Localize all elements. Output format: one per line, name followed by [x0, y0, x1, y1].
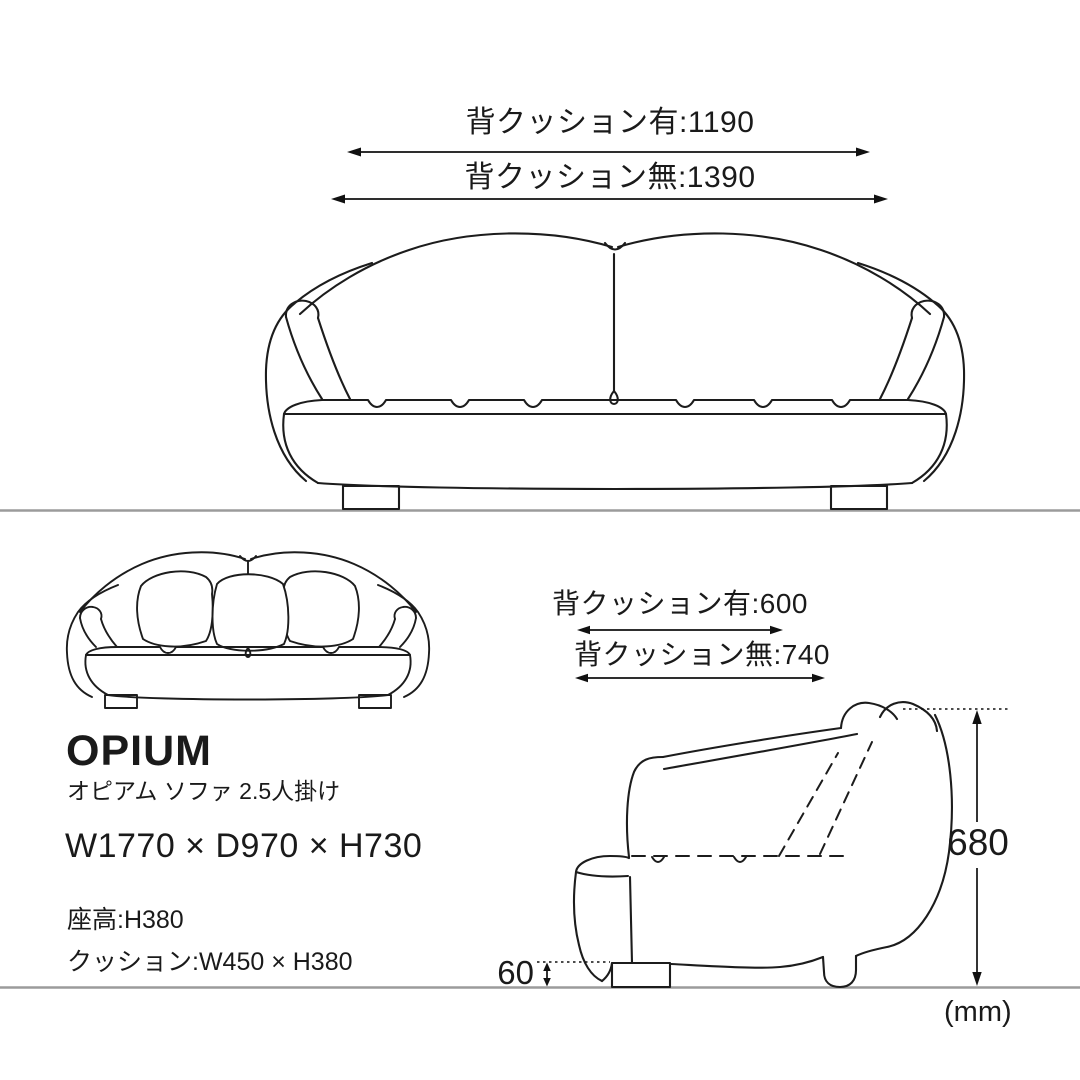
- small-seat-rail-ends: [85, 646, 411, 656]
- unit-label: (mm): [944, 996, 1012, 1028]
- dim-label-total-height: 680: [947, 822, 1009, 863]
- side-front-panel-edge: [628, 875, 634, 965]
- small-back-right: [250, 551, 417, 613]
- side-front-foot: [610, 961, 672, 989]
- small-left-arm-outer: [65, 584, 119, 698]
- side-arm-front-edge: [625, 755, 665, 859]
- small-back-seam-top: [239, 555, 257, 562]
- small-back-left: [79, 551, 246, 613]
- base-bottom: [316, 481, 914, 491]
- side-hidden-edges: [631, 741, 873, 863]
- dim-arrow-740: [575, 673, 825, 683]
- dim-label-foot-height: 60: [497, 954, 534, 991]
- right-arm-piping-inner: [878, 316, 914, 401]
- dim-arrow-1190: [347, 147, 870, 157]
- dim-label-depth-with-cushion: 背クッション有:600: [552, 588, 808, 619]
- side-front-panel-base: [600, 961, 614, 983]
- back-cushion-hidden-edge-1: [778, 752, 839, 857]
- dim-arrow-1390: [331, 194, 888, 204]
- dim-label-depth-without-cushion: 背クッション無:740: [574, 639, 830, 670]
- dimension-graphics: [331, 147, 1008, 987]
- left-arm-piping-inner: [316, 316, 352, 401]
- small-seat-seam: [244, 647, 252, 658]
- small-seat-rail-top: [116, 646, 380, 654]
- sofa-front-view: [264, 232, 966, 511]
- side-bottom-edge: [669, 955, 825, 969]
- side-rear-foot: [821, 954, 858, 989]
- product-cushion-size: クッション:W450 × H380: [67, 948, 353, 976]
- side-back-lobe-rear: [878, 701, 939, 733]
- right-arm-piping-cap: [910, 299, 946, 320]
- sofa-side-view: [572, 701, 953, 989]
- seat-hidden-notch-2: [733, 856, 747, 863]
- small-right-arm-piping: [378, 617, 417, 648]
- dim-label-width-with-cushion: 背クッション有:1190: [465, 106, 755, 139]
- side-front-panel-left: [572, 870, 604, 983]
- product-subtitle: オピアム ソファ 2.5人掛け: [67, 778, 341, 804]
- side-arm-top-outer: [661, 726, 843, 759]
- product-name: OPIUM: [66, 727, 212, 775]
- side-front-panel-rim-bottom: [574, 870, 630, 878]
- base-left: [282, 412, 320, 485]
- back-cushion-hidden-edge-2: [819, 741, 873, 855]
- back-cushion-seam-top: [603, 241, 627, 251]
- side-front-panel-rim-top: [574, 854, 631, 874]
- right-arm-piping-outer: [906, 315, 946, 401]
- small-base-left: [84, 654, 109, 696]
- product-overall-size: W1770 × D970 × H730: [65, 827, 423, 865]
- small-right-arm-piping-cap: [393, 605, 417, 620]
- back-cushion-seam-bottom: [609, 389, 619, 406]
- seat-rail-top: [320, 398, 910, 409]
- small-right-foot: [358, 694, 392, 709]
- dim-arrow-600: [577, 625, 783, 635]
- small-base-bottom: [107, 694, 389, 701]
- small-left-arm-piping-cap: [79, 605, 103, 620]
- back-cushion-left: [298, 232, 614, 316]
- throw-pillow-right: [282, 570, 360, 648]
- small-left-arm-piping: [79, 617, 118, 648]
- seat-rail-end-left: [282, 398, 324, 416]
- left-arm-piping-cap: [284, 299, 320, 320]
- product-seat-height: 座高:H380: [67, 906, 184, 934]
- dim-arrow-680: [903, 708, 1008, 986]
- throw-pillow-left: [136, 570, 214, 648]
- back-cushion-right: [616, 232, 932, 316]
- throw-pillow-center: [211, 573, 290, 652]
- small-right-arm-outer: [377, 584, 431, 698]
- sofa-small-front-view: [65, 551, 431, 709]
- side-arm-top-inner: [662, 732, 859, 771]
- left-arm-piping-outer: [284, 315, 324, 401]
- seat-hidden-notch-1: [651, 856, 665, 863]
- dim-arrow-60: [537, 961, 610, 987]
- seat-rail-end-right: [906, 398, 948, 416]
- small-left-foot: [104, 694, 138, 709]
- dim-label-width-without-cushion: 背クッション無:1390: [464, 161, 756, 194]
- side-back-lobe-front: [839, 701, 899, 730]
- front-right-foot: [829, 484, 889, 511]
- front-left-foot: [341, 484, 401, 511]
- small-base-right: [387, 654, 412, 696]
- side-back-outer: [854, 713, 953, 958]
- right-arm-outer: [856, 261, 966, 483]
- left-arm-outer: [264, 261, 374, 483]
- base-right: [910, 412, 948, 485]
